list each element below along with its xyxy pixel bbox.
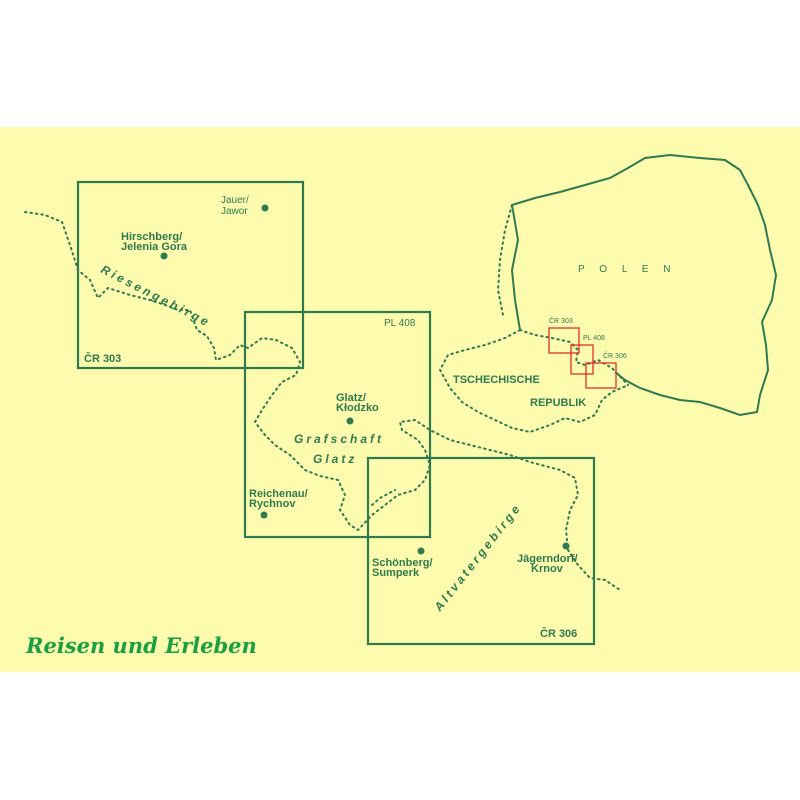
town-label-schoenberg-1: Schönberg/ — [372, 557, 433, 569]
region-label-grafschaft: Grafschaft — [294, 432, 384, 446]
town-label-schoenberg-2: Sumperk — [372, 567, 420, 579]
sheet-label-cr303: ČR 303 — [84, 352, 121, 365]
town-label-glatz-2: Kłodzko — [336, 402, 379, 414]
country-label-czech-1: TSCHECHISCHE — [453, 374, 540, 386]
town-label-hirschberg-1: Hirschberg/ — [121, 231, 182, 243]
border-line-altvater — [371, 489, 396, 506]
country-label-poland: P O L E N — [578, 264, 676, 275]
town-label-jauer-2: Jawor — [221, 206, 248, 217]
town-label-reichenau-1: Reichenau/ — [249, 488, 308, 500]
town-label-jaegerndorf-1: Jägerndorf/ — [517, 553, 578, 565]
overview-label-cr303: ČR 303 — [549, 316, 573, 325]
publisher-logo: Reisen und Erleben — [25, 633, 257, 658]
region-label-glatz: Glatz — [313, 452, 357, 466]
overview-box-pl408 — [570, 344, 594, 375]
overview-box-cr303 — [548, 327, 580, 354]
czech-outline — [438, 329, 629, 434]
sheet-box-cr306[interactable] — [366, 456, 596, 646]
sheet-label-pl408: PL 408 — [384, 318, 416, 329]
town-dot-hirschberg — [160, 252, 168, 260]
overview-label-cr306: ČR 306 — [603, 351, 627, 360]
country-label-czech-2: REPUBLIK — [530, 397, 586, 409]
border-line-main — [24, 211, 621, 591]
town-dot-schoenberg — [417, 547, 425, 555]
sheet-box-cr303[interactable] — [76, 180, 305, 370]
overview-label-pl408: PL 408 — [583, 335, 605, 342]
map-background — [0, 127, 800, 672]
town-dot-jauer — [261, 204, 269, 212]
town-dot-jaegerndorf — [562, 542, 570, 550]
town-label-reichenau-2: Rychnov — [249, 498, 296, 510]
town-dot-reichenau — [260, 511, 268, 519]
overview-box-cr306 — [585, 362, 617, 389]
czech-border-poland — [519, 329, 629, 386]
sheet-label-cr306: ČR 306 — [540, 627, 577, 640]
town-label-hirschberg-2: Jelenia Gora — [121, 241, 188, 253]
sheet-box-pl408[interactable] — [243, 310, 432, 539]
town-dot-glatz — [346, 417, 354, 425]
poland-west-border — [496, 204, 513, 316]
poland-outline — [510, 153, 778, 417]
town-label-jaegerndorf-2: Krnov — [531, 563, 564, 575]
town-label-jauer-1: Jauer/ — [221, 195, 249, 206]
town-label-glatz-1: Glatz/ — [336, 392, 366, 404]
